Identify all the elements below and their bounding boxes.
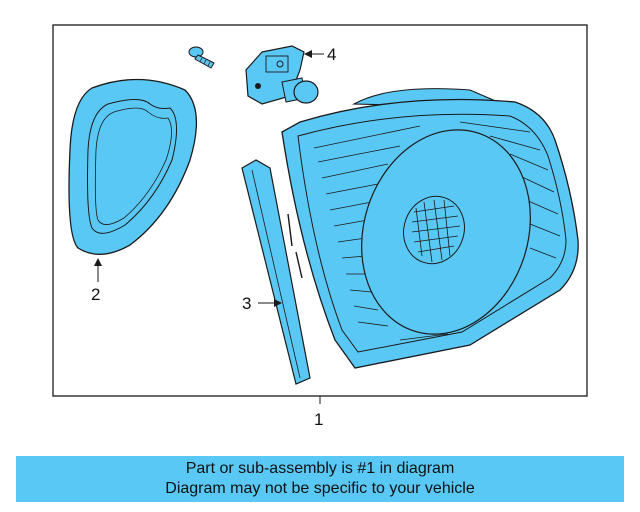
- callout-4-arrowhead: [304, 50, 312, 58]
- tail-lamp-assembly-part[interactable]: [281, 88, 579, 369]
- callout-3-arrowhead: [274, 299, 282, 307]
- callout-4-label: 4: [327, 45, 336, 64]
- callout-3-label: 3: [242, 294, 251, 313]
- seal-strip-part[interactable]: [241, 159, 311, 385]
- info-banner: Part or sub-assembly is #1 in diagram Di…: [16, 456, 624, 502]
- bulb-socket-part[interactable]: [245, 45, 319, 105]
- banner-line-1: Part or sub-assembly is #1 in diagram: [185, 460, 455, 477]
- gasket-part[interactable]: [68, 78, 198, 255]
- banner-line-2: Diagram may not be specific to your vehi…: [165, 480, 475, 497]
- parts-diagram: 1 2 3 4: [52, 24, 588, 429]
- callout-2-arrowhead: [94, 258, 102, 266]
- callout-2-label: 2: [91, 285, 100, 304]
- callout-1-label: 1: [314, 410, 323, 429]
- screw-part[interactable]: [188, 46, 215, 69]
